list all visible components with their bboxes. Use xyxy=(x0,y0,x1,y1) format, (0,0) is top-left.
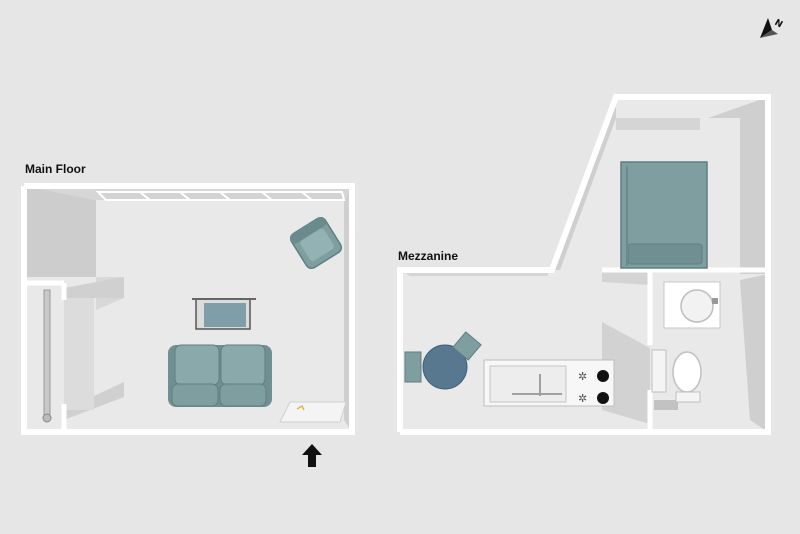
mezzanine-inner-walls xyxy=(602,267,768,432)
main-outer-walls xyxy=(21,183,355,435)
bath-right-wall-face xyxy=(740,274,768,432)
mezzanine-upper-back-face xyxy=(616,118,700,130)
main-floor-room xyxy=(21,183,355,435)
armchair xyxy=(289,216,343,270)
sofa xyxy=(168,344,272,407)
mezzanine-room: ✲ ✲ xyxy=(397,94,771,435)
sink xyxy=(489,365,567,403)
closet-top-wall-face xyxy=(64,277,124,298)
toilet xyxy=(672,351,702,403)
dining-set xyxy=(404,331,482,390)
closet-rail xyxy=(42,289,52,423)
stove-knob-icon xyxy=(597,392,609,404)
ceiling-beams xyxy=(95,191,346,201)
north-compass-icon: N xyxy=(760,18,784,38)
bath-sink xyxy=(651,349,678,410)
bath-top-wall-face xyxy=(602,270,650,285)
mezzanine-label: Mezzanine xyxy=(398,249,459,263)
main-floor-label: Main Floor xyxy=(25,162,86,176)
mezzanine-upper-right-face xyxy=(708,97,768,274)
burner-icon: ✲ xyxy=(578,392,587,405)
stove-knob-icon xyxy=(597,370,609,382)
closet-walls xyxy=(24,280,67,432)
bed xyxy=(620,161,708,269)
closet-floor xyxy=(64,298,94,410)
mezzanine-outer-walls xyxy=(397,94,771,435)
coffee-table xyxy=(192,298,256,330)
entrance-mat xyxy=(279,401,347,423)
entrance-arrow-icon xyxy=(302,444,322,467)
kitchen-counter: ✲ ✲ xyxy=(483,359,615,407)
main-left-upper-wall-face xyxy=(24,186,96,277)
burner-icon: ✲ xyxy=(578,370,587,383)
shower xyxy=(663,281,721,329)
svg-text:N: N xyxy=(773,18,785,30)
